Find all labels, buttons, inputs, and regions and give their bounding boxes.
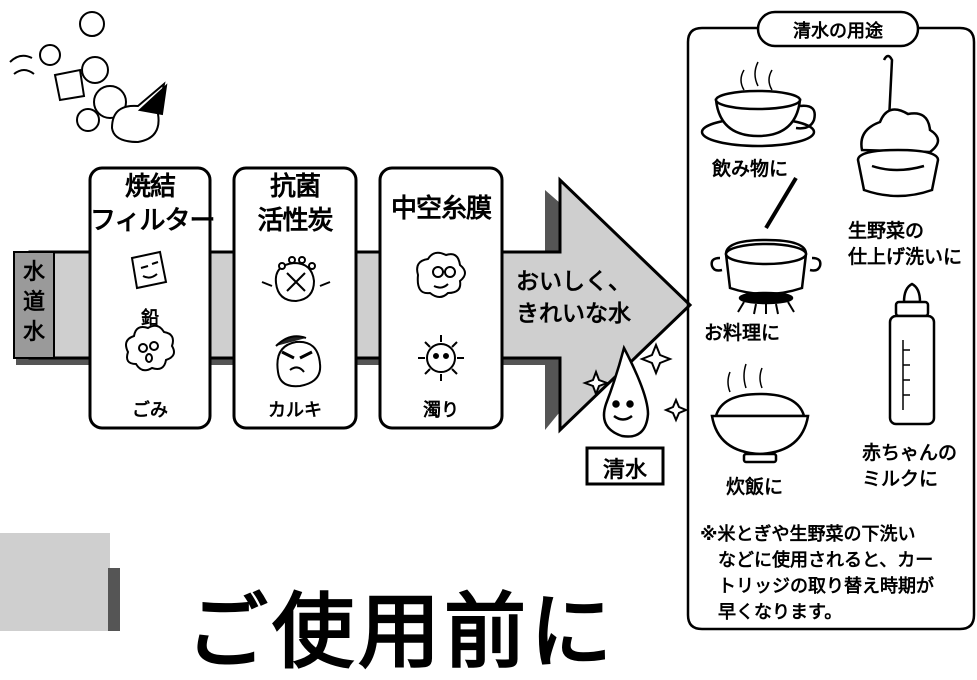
tea-cup-icon [700,61,816,148]
cooking-pot-icon [710,176,822,315]
uses-panel-frame [686,26,976,631]
vegetable-wash-icon [856,54,940,198]
section-heading-marker-edge [108,568,120,631]
use-label-drinks: 飲み物に [712,158,789,180]
input-tab [13,251,55,359]
diagram-canvas [9,10,976,631]
dust-icon [125,324,175,372]
stage-1-title: 焼結フィルター [90,172,215,236]
use-label-rice: 炊飯に [726,476,784,498]
output-text: おいしく、きれいな水 [516,269,631,327]
uses-note: ※米とぎや生野菜の下洗い などに使用されると、カー トリッジの取り替え時期が 早… [700,524,934,623]
stage-box-3 [378,166,504,430]
stage-box-1 [88,166,212,430]
germ-icon [416,251,466,298]
use-label-cooking: お料理に [704,322,781,344]
section-heading: ご使用前に [186,585,617,680]
stage-2-title: 抗菌活性炭 [257,172,333,236]
stage-3-item-turbidity: 濁り [423,400,459,421]
use-label-vegetables: 生野菜の仕上げ洗いに [848,220,963,268]
input-label: 水道水 [22,260,45,345]
water-drop-icon [602,344,650,438]
sparkle-icons [582,342,689,423]
chlorine-icon [261,256,331,303]
output-label-box [585,446,665,486]
section-heading-marker [0,533,110,631]
output-label: 清水 [602,458,647,483]
impurities-swarm-icon [9,11,168,144]
lead-icon [130,250,168,290]
uses-panel-title: 清水の用途 [793,21,883,42]
turbidity-icon [418,335,464,381]
stage-1-item-dust: ごみ [132,400,168,421]
stage-2-item-chlorine: カルキ [268,400,322,421]
use-label-baby-milk: 赤ちゃんのミルクに [862,442,958,490]
uses-panel-title-pill [756,10,920,48]
stage-1-item-lead: 鉛 [141,308,159,329]
rice-bowl-icon [710,363,810,464]
karuki-face-icon [275,335,322,388]
baby-bottle-icon [888,282,936,426]
stage-3-title: 中空糸膜 [390,194,492,224]
